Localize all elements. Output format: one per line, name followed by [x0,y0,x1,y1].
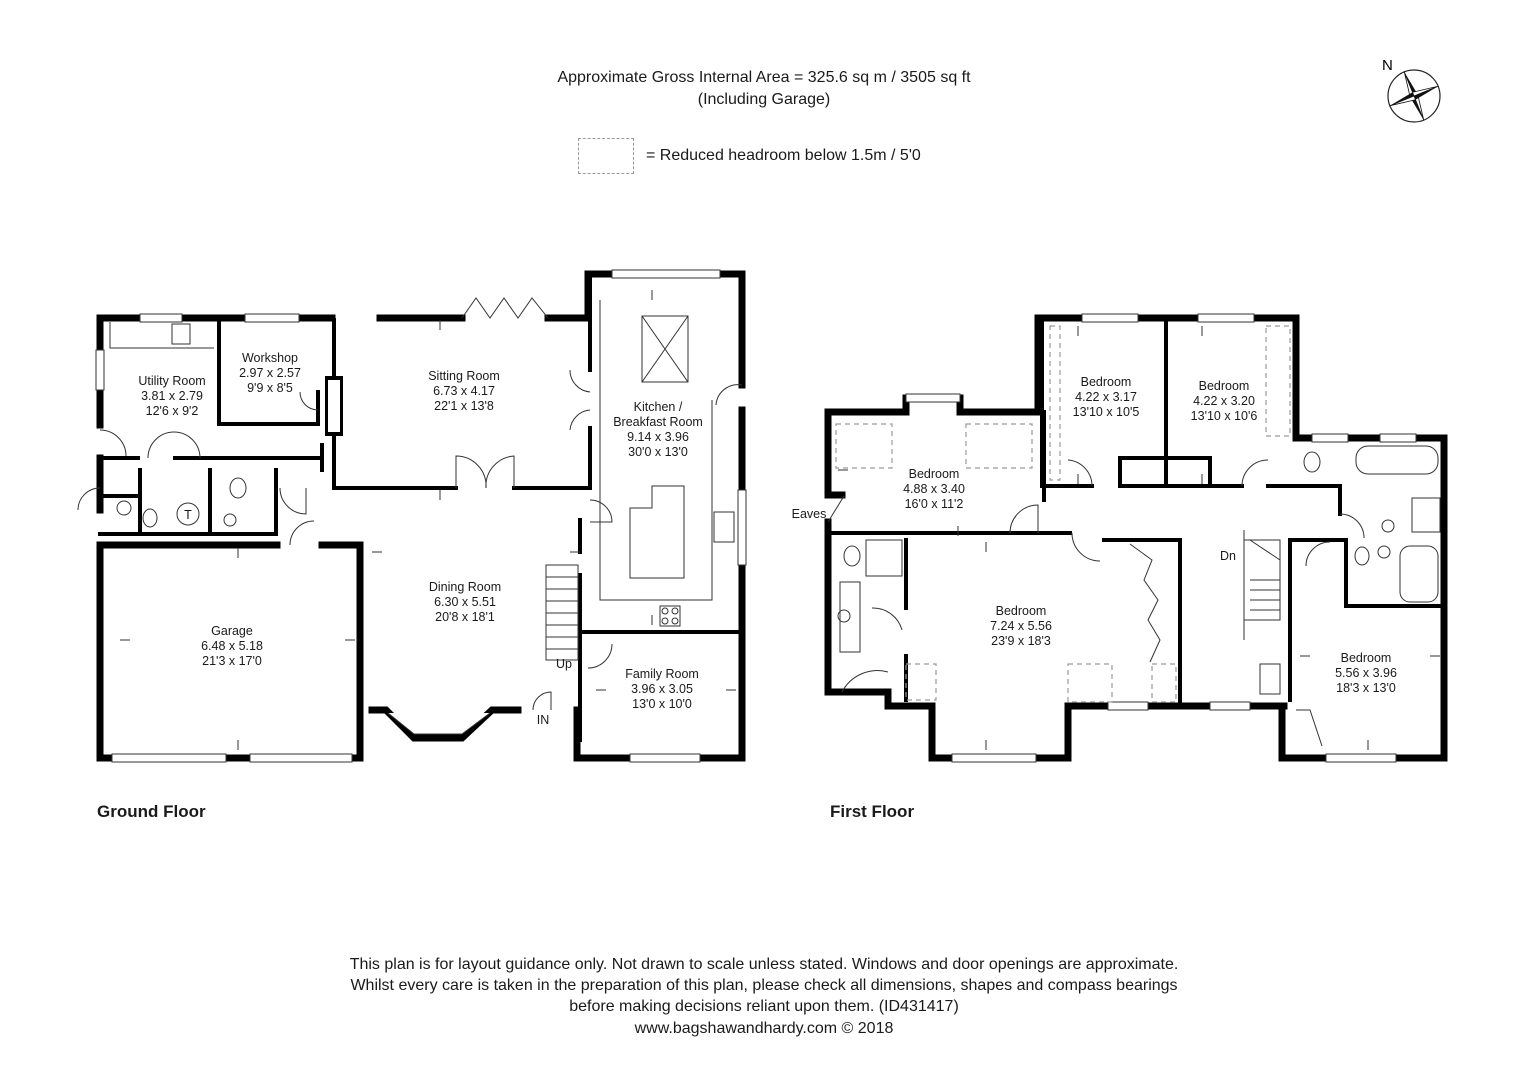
compass-rose-icon: N [1376,56,1446,126]
sitting-room-metric: 6.73 x 4.17 [433,384,495,398]
dining-room-name: Dining Room [429,580,501,594]
utility-room-imperial: 12'6 x 9'2 [146,404,199,418]
bedroom-c-imperial: 13'10 x 10'6 [1191,409,1258,423]
kitchen-metric: 9.14 x 3.96 [627,430,689,444]
bedroom-a-name: Bedroom [909,467,960,481]
garage-imperial: 21'3 x 17'0 [202,654,262,668]
reduced-headroom-swatch [578,138,634,174]
utility-room-name: Utility Room [138,374,205,388]
workshop-imperial: 9'9 x 8'5 [247,381,293,395]
bedroom-c-metric: 4.22 x 3.20 [1193,394,1255,408]
eaves-mark: Eaves [792,507,827,521]
compass-north-label: N [1382,57,1393,74]
bedroom-a-imperial: 16'0 x 11'2 [905,497,964,511]
ground-floor-label: Ground Floor [97,802,206,821]
kitchen-name-2: Breakfast Room [613,415,703,429]
headroom-legend: = Reduced headroom below 1.5m / 5'0 [578,136,921,176]
kitchen-name: Kitchen / [634,400,683,414]
reduced-headroom-label: = Reduced headroom below 1.5m / 5'0 [646,147,921,164]
bedroom-e-imperial: 18'3 x 13'0 [1336,681,1396,695]
workshop-metric: 2.97 x 2.57 [239,366,301,380]
including-garage-text: (Including Garage) [697,91,831,108]
tank-mark: T [184,508,192,522]
family-room-metric: 3.96 x 3.05 [631,682,693,696]
bedroom-b-imperial: 13'10 x 10'5 [1073,405,1140,419]
bedroom-d-name: Bedroom [996,604,1047,618]
disclaimer-line-2: Whilst every care is taken in the prepar… [350,977,1178,994]
first-floor-plan [824,313,1448,763]
garage-name: Garage [211,624,253,638]
bedroom-d-metric: 7.24 x 5.56 [990,619,1052,633]
family-room-name: Family Room [625,667,699,681]
bedroom-e-name: Bedroom [1341,651,1392,665]
stairs-down-mark: Dn [1220,549,1236,563]
workshop-name: Workshop [242,351,298,365]
disclaimer-line-3: before making decisions reliant upon the… [569,998,959,1015]
utility-room-metric: 3.81 x 2.79 [141,389,203,403]
dining-room-metric: 6.30 x 5.51 [434,595,496,609]
sitting-room-imperial: 22'1 x 13'8 [434,399,494,413]
stairs-up-mark: Up [556,657,572,671]
ground-stairs [545,564,579,661]
ground-floor-plan [77,269,747,763]
kitchen-imperial: 30'0 x 13'0 [628,445,688,459]
website-copyright: www.bagshawandhardy.com © 2018 [634,1020,894,1037]
bedroom-e-metric: 5.56 x 3.96 [1335,666,1397,680]
sitting-room-name: Sitting Room [428,369,500,383]
family-room-imperial: 13'0 x 10'0 [632,697,692,711]
first-floor-stairs [1243,530,1281,695]
bedroom-a-metric: 4.88 x 3.40 [903,482,965,496]
gross-area-text: Approximate Gross Internal Area = 325.6 … [557,69,971,86]
first-floor-label: First Floor [830,802,915,821]
garage-metric: 6.48 x 5.18 [201,639,263,653]
dining-room-imperial: 20'8 x 18'1 [435,610,495,624]
bedroom-b-metric: 4.22 x 3.17 [1075,390,1137,404]
bedroom-d-imperial: 23'9 x 18'3 [991,634,1051,648]
disclaimer-line-1: This plan is for layout guidance only. N… [349,956,1179,973]
bedroom-c-name: Bedroom [1199,379,1250,393]
entrance-mark: IN [537,713,550,727]
bedroom-b-name: Bedroom [1081,375,1132,389]
